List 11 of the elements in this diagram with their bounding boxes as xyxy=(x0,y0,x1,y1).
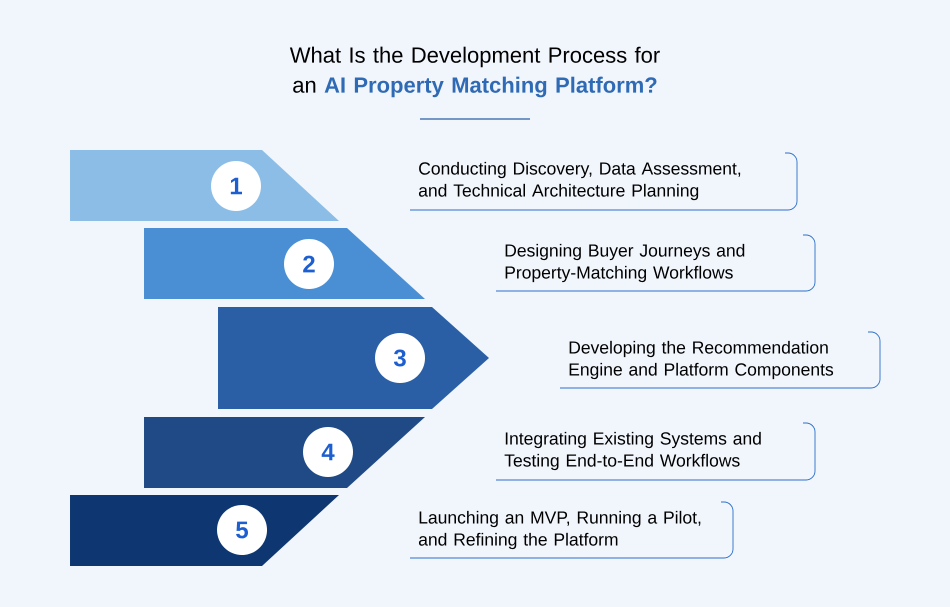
step-banner: 1 xyxy=(70,150,339,221)
title: What Is the Development Process for an AI Property Matching Platform? xyxy=(290,46,660,98)
step-box: Launching an MVP, Running a Pilot, and Refining the Platform xyxy=(410,502,734,558)
step-box: Integrating Existing Systems and Testing End-to-End Workflows xyxy=(496,422,816,480)
step-box: Designing Buyer Journeys and Property-Matching Workflows xyxy=(496,234,816,292)
step-banner: 2 xyxy=(144,228,425,299)
step-box: Conducting Discovery, Data Assessment, and Technical Architecture Planning xyxy=(410,152,798,210)
step-banner: 3 xyxy=(218,307,489,409)
step-banner: 5 xyxy=(70,495,339,566)
step-banner: 4 xyxy=(144,417,425,488)
step-box: Developing the Recommendation Engine and Platform Components xyxy=(560,332,880,388)
